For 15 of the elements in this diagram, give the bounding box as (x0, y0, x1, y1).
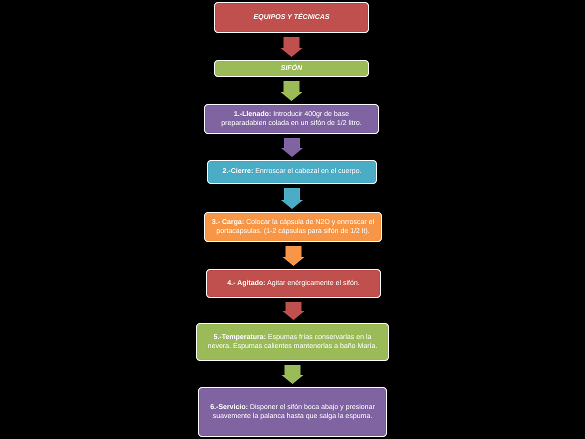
block-arrow (280, 81, 302, 101)
step-box (206, 269, 381, 298)
block-arrow (282, 365, 304, 384)
step-box (204, 104, 379, 134)
step-box (198, 387, 387, 437)
title-box (214, 2, 369, 33)
block-arrow (281, 188, 303, 209)
title-box (214, 60, 369, 77)
block-arrow (280, 37, 302, 57)
block-arrow (281, 138, 303, 157)
step-box (196, 323, 389, 361)
step-box (207, 160, 377, 184)
block-arrow (282, 246, 304, 266)
step-box (204, 212, 382, 242)
block-arrow (282, 302, 304, 320)
